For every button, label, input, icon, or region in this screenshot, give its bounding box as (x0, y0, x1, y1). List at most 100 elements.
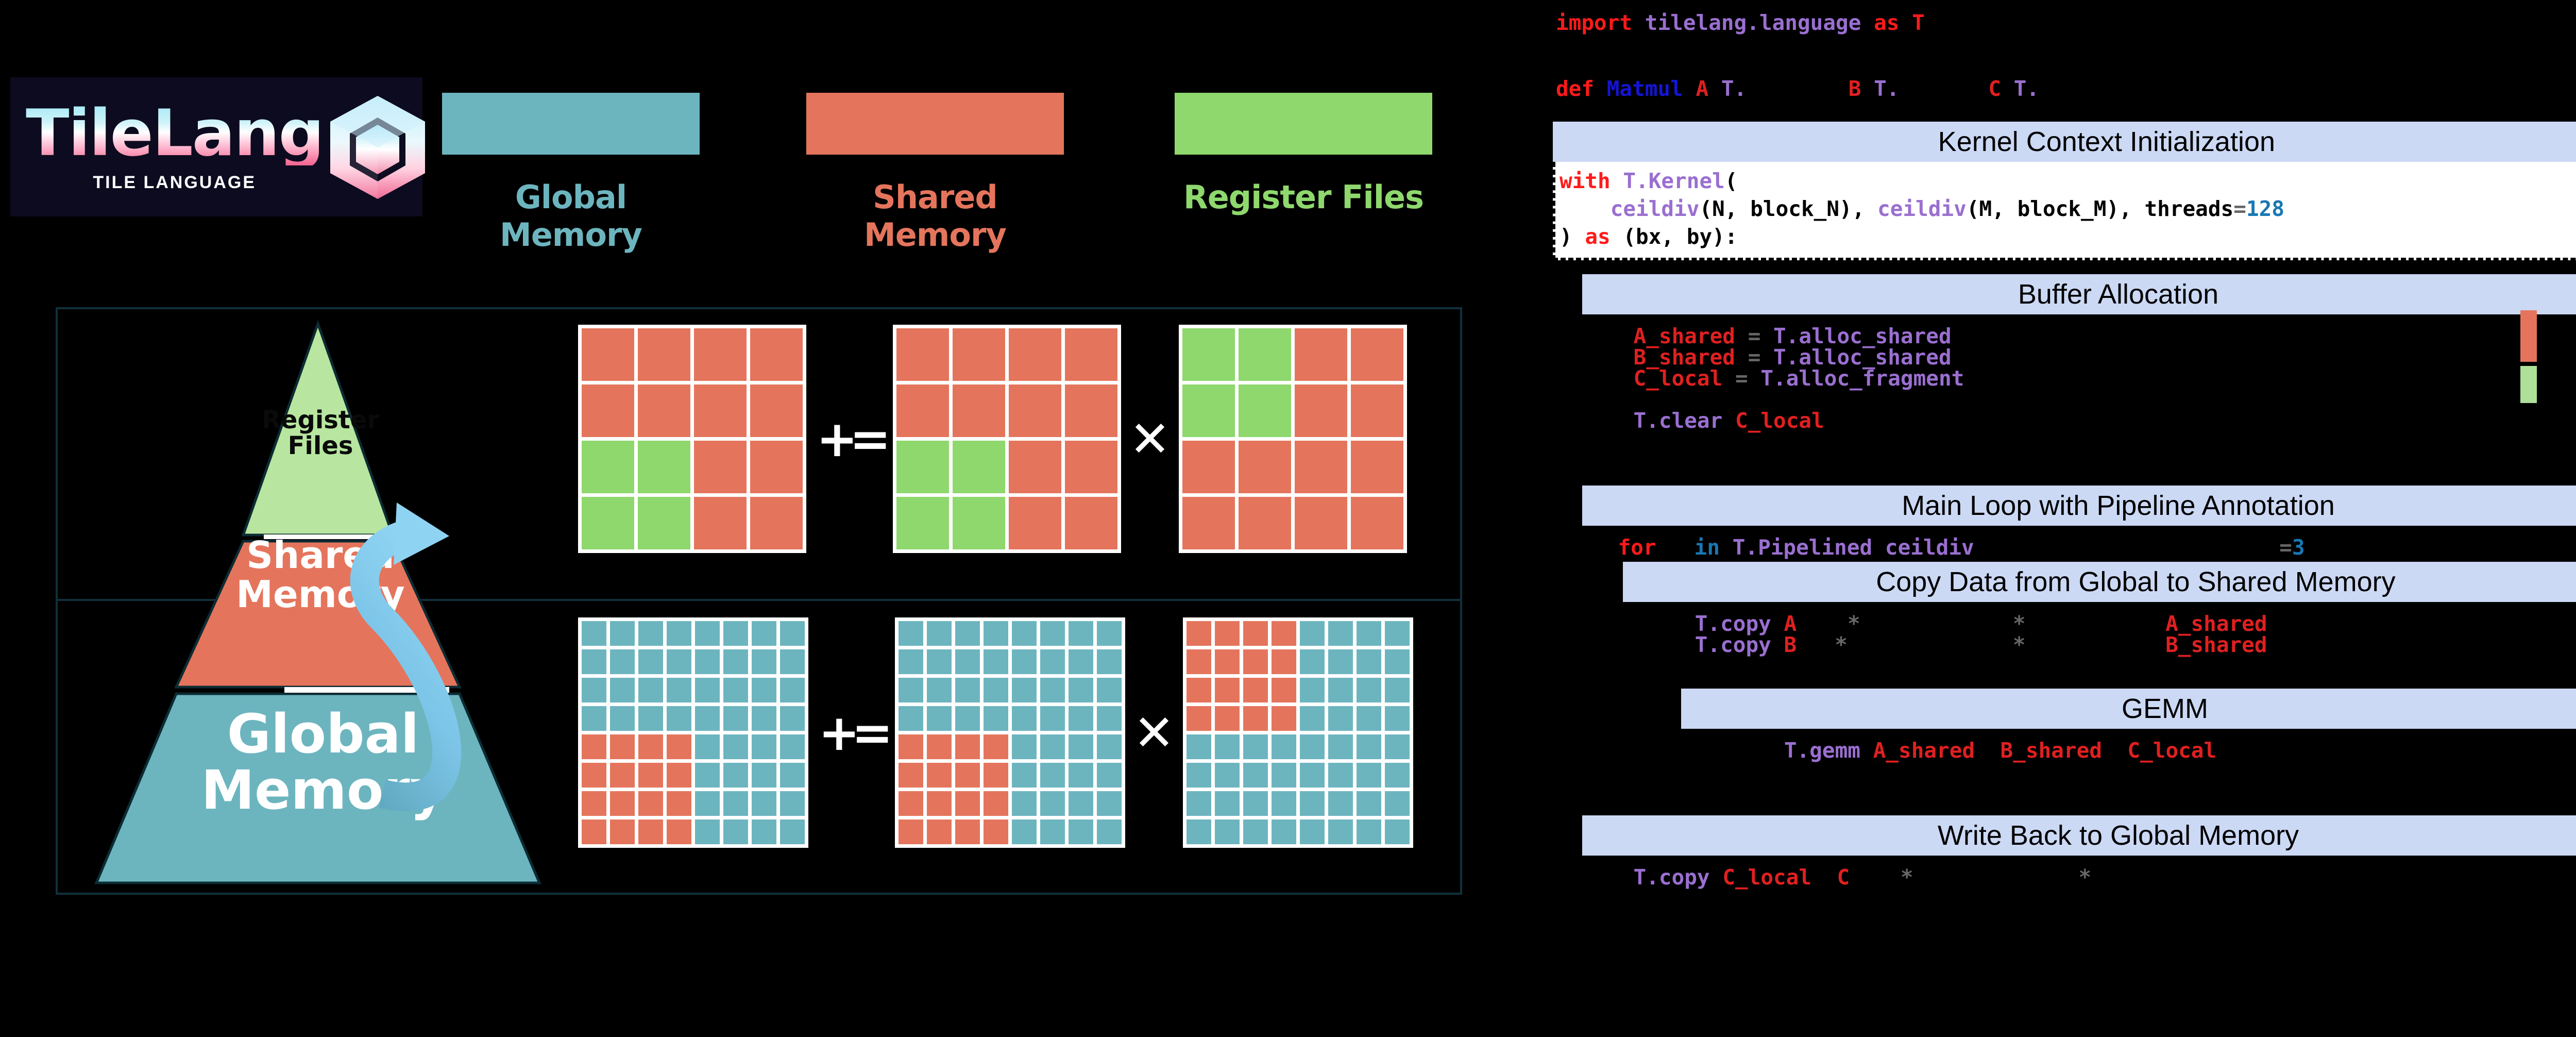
code-token: ) (1559, 224, 1585, 249)
matrix-cell (694, 441, 747, 493)
logo-subtitle: TILE LANGUAGE (93, 172, 257, 192)
matrix-cell (1065, 441, 1117, 493)
matrix-cell (1182, 441, 1235, 493)
matrix-cell (927, 706, 952, 731)
matrix-cell (1187, 819, 1211, 844)
matrix-cell (780, 678, 805, 703)
matrix-cell (1069, 734, 1093, 759)
matrix-cell (1012, 791, 1037, 816)
matrix-cell (667, 819, 691, 844)
code-token: T.copy (1694, 632, 1784, 657)
matrix-cell (1009, 497, 1061, 549)
matrix-cell (1040, 791, 1065, 816)
matrix-cell (1272, 706, 1296, 731)
tilelang-logo: TileLang TILE LANGUAGE (10, 77, 426, 216)
code-line[interactable] (1634, 389, 2576, 410)
matrix-cell (1243, 621, 1268, 646)
code-token: T.Pipelined ceildiv (1720, 535, 1974, 560)
matrix-cell (1009, 384, 1061, 437)
matrix-cell (1385, 734, 1410, 759)
matrix-cell (1065, 328, 1117, 381)
matrix-grid-c-fragment (578, 325, 806, 553)
code-line[interactable]: ceildiv(N, block_N), ceildiv(M, block_M)… (1560, 195, 2576, 223)
code-line[interactable]: ) as (bx, by): (1560, 223, 2576, 250)
param-c-type: T. (2001, 76, 2040, 101)
matrix-cell (1357, 819, 1381, 844)
matrix-cell (1012, 678, 1037, 703)
code-line[interactable]: T.copy A[by * block_M, k * block_K], A_s… (1695, 613, 2576, 634)
matrix-cell (1351, 384, 1403, 437)
matrix-cell (1385, 621, 1410, 646)
matrix-cell (1272, 819, 1296, 844)
matrix-cell (1351, 328, 1403, 381)
matrix-cell (638, 791, 663, 816)
code-token: * (2078, 865, 2092, 890)
matrix-cell (1012, 763, 1037, 788)
code-token: = (2233, 196, 2246, 222)
code-line[interactable]: with T.Kernel( (1560, 167, 2576, 195)
matrix-cell (695, 819, 720, 844)
code-token: * (1900, 865, 1913, 890)
matrix-cell (750, 384, 803, 437)
legend-swatch-shared-memory (806, 93, 1064, 155)
matrix-cell (955, 763, 980, 788)
code-section: GEMM T.gemm A_shared, B_shared, C_local (1681, 689, 2576, 761)
operator-multiply: ✕ (1129, 410, 1171, 468)
matrix-cell (750, 328, 803, 381)
matrix-cell (752, 706, 776, 731)
legend-item-global-memory: Global Memory (442, 93, 700, 254)
legend-label-register-files: Register Files (1183, 178, 1424, 216)
kw-as: as (1874, 10, 1900, 35)
matrix-cell (1239, 497, 1291, 549)
matrix-cell (984, 734, 1008, 759)
code-line[interactable]: T.copy B[k * block_K, bx * block_N], B_s… (1695, 634, 2576, 656)
matrix-cell (638, 649, 663, 674)
code-token: C_local (1722, 865, 1812, 890)
matrix-cell (1243, 819, 1268, 844)
code-token: block_M, k (1860, 611, 2013, 636)
matrix-cell (984, 678, 1008, 703)
section-header: GEMM (1681, 689, 2576, 729)
matrix-cell (780, 819, 805, 844)
matrix-cell (1357, 791, 1381, 816)
matrix-cell (1295, 497, 1347, 549)
matrix-cell (695, 649, 720, 674)
matrix-cell (1215, 706, 1240, 731)
matrix-cell (896, 384, 949, 437)
code-line[interactable]: A_shared = T.alloc_shared (1634, 326, 2576, 347)
matrix-grid-b-global (1183, 617, 1413, 848)
code-line[interactable]: T.copy C_local, C[by * block_M, bx * blo… (1634, 867, 2576, 888)
matrix-cell (723, 706, 748, 731)
matrix-cell (610, 819, 635, 844)
matrix-cell (1300, 621, 1325, 646)
matrix-cell (638, 763, 663, 788)
matrix-cell (667, 734, 691, 759)
matrix-cell (899, 734, 923, 759)
matrix-cell (955, 621, 980, 646)
matrix-cell (1097, 649, 1122, 674)
code-line-def[interactable]: def Matmul A T. B T. C T. (1556, 78, 2039, 99)
code-line[interactable]: T.clear C_local (1634, 410, 2576, 431)
code-line[interactable]: T.gemm A_shared, B_shared, C_local (1784, 740, 2576, 761)
matrix-cell (953, 384, 1005, 437)
operator-accumulate: += (818, 704, 893, 762)
code-token: = (2279, 535, 2292, 560)
code-line[interactable]: C_local = T.alloc_fragment (1634, 368, 2576, 389)
code-line[interactable]: B_shared = T.alloc_shared (1634, 347, 2576, 368)
matrix-cell (896, 328, 949, 381)
matrix-cell (752, 791, 776, 816)
matrix-cell (582, 649, 606, 674)
code-token: ceildiv (1610, 196, 1700, 222)
matrix-cell (1385, 706, 1410, 731)
code-line[interactable]: for k in T.Pipelined ceildiv(K, block_K)… (1618, 537, 2576, 558)
code-token: T.Kernel (1623, 169, 1725, 193)
code-line-import[interactable]: import tilelang.language as T (1556, 12, 1925, 34)
code-token: [k (1797, 632, 1835, 657)
matrix-cell (695, 706, 720, 731)
matrix-cell (638, 678, 663, 703)
operator-multiply: ✕ (1133, 704, 1175, 762)
matrix-cell (927, 819, 952, 844)
matrix-cell (582, 819, 606, 844)
